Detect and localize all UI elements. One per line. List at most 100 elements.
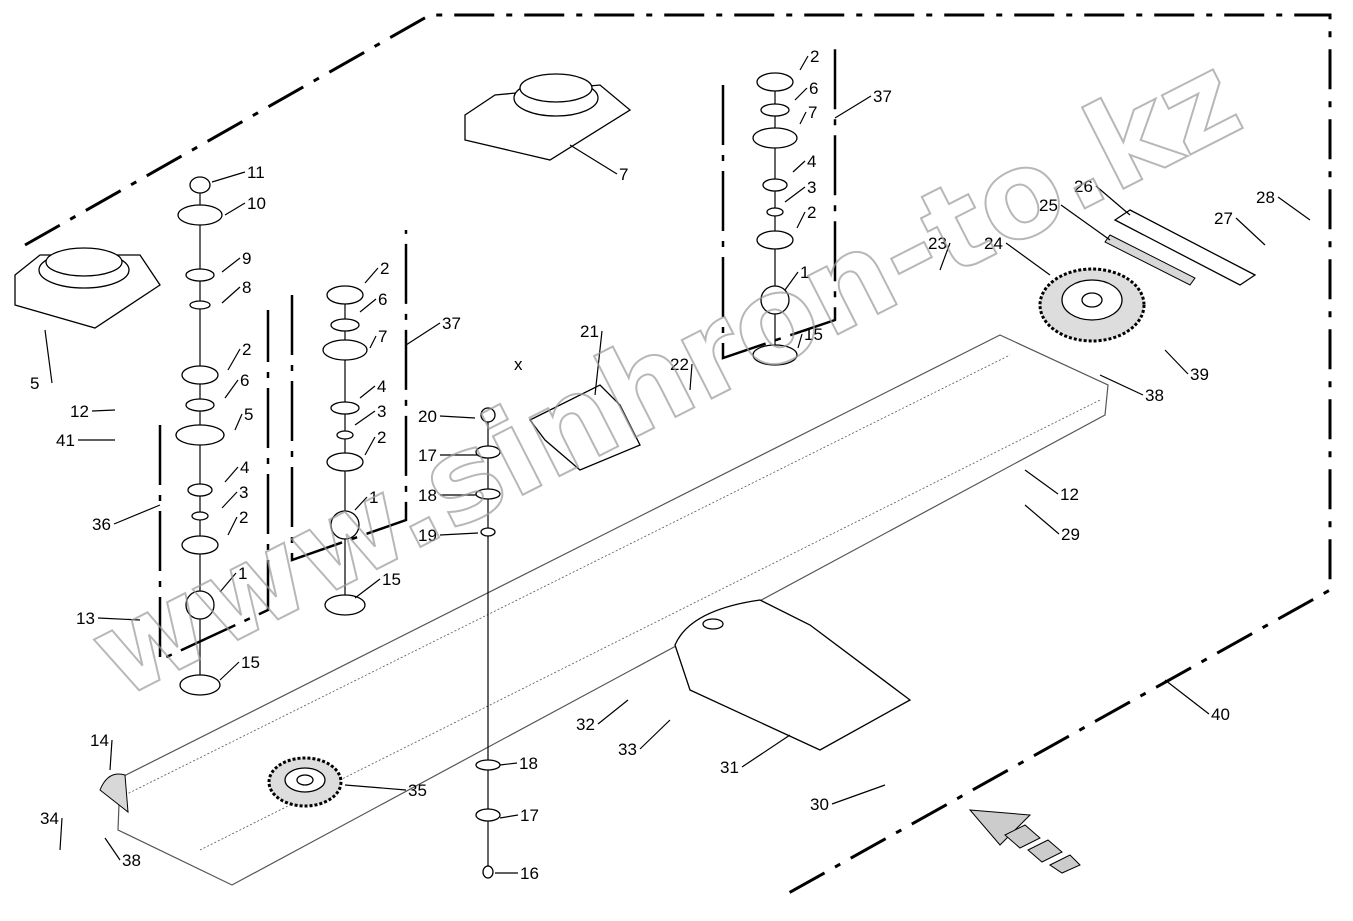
component: [189, 300, 211, 310]
callout-1: 1: [238, 564, 247, 583]
callout-1: 1: [800, 263, 809, 282]
component: [175, 424, 225, 446]
callout-25: 25: [1039, 196, 1058, 215]
leader-line: [439, 415, 476, 419]
component: [181, 365, 219, 385]
callout-23: 23: [928, 234, 947, 253]
callout-37: 37: [873, 87, 892, 106]
component: [475, 759, 501, 771]
assembly-boundary: [24, 13, 1332, 897]
leader-line: [597, 699, 629, 725]
component: [475, 488, 501, 500]
callout-10: 10: [247, 194, 266, 213]
leader-line: [1005, 242, 1051, 276]
gear-35: [267, 756, 343, 808]
callout-27: 27: [1214, 209, 1233, 228]
callout-41: 41: [56, 431, 75, 450]
component: [482, 865, 494, 879]
callout-17: 17: [520, 806, 539, 825]
cover-plate: [674, 599, 912, 751]
component: [756, 230, 794, 250]
part-21: [529, 384, 641, 471]
leader-line: [831, 784, 886, 805]
leader-line: [219, 661, 240, 681]
callout-18: 18: [519, 754, 538, 773]
callout-6: 6: [378, 290, 387, 309]
callout-6: 6: [240, 371, 249, 390]
leader-line: [104, 837, 121, 861]
cutter-bar: [117, 334, 1109, 886]
callout-2: 2: [380, 259, 389, 278]
leader-line: [354, 578, 381, 599]
dimension-label: x: [514, 355, 523, 374]
leader-line: [1095, 185, 1131, 216]
callout-2: 2: [242, 340, 251, 359]
callout-13: 13: [76, 609, 95, 628]
callout-26: 26: [1074, 177, 1093, 196]
leader-line: [369, 335, 377, 349]
leader-line: [59, 817, 63, 851]
component: [185, 590, 215, 620]
leader-line: [439, 532, 479, 536]
callout-15: 15: [382, 570, 401, 589]
leader-line: [91, 409, 116, 412]
leader-line: [354, 410, 376, 426]
callout-3: 3: [239, 483, 248, 502]
leader-line: [639, 719, 671, 750]
guard-26: [1113, 209, 1257, 286]
callout-4: 4: [240, 458, 249, 477]
callout-22: 22: [670, 355, 689, 374]
leader-line: [359, 385, 376, 399]
subassembly-36-boundary: [158, 310, 270, 662]
component: [760, 103, 790, 117]
callout-2: 2: [377, 428, 386, 447]
callout-24: 24: [984, 234, 1003, 253]
component: [326, 452, 364, 472]
callout-36: 36: [92, 515, 111, 534]
callout-9: 9: [242, 249, 251, 268]
component: [189, 176, 211, 194]
callout-12: 12: [1060, 485, 1079, 504]
leader-line: [97, 617, 141, 621]
leader-line: [234, 413, 243, 431]
leader-line: [499, 814, 519, 819]
callout-40: 40: [1211, 705, 1230, 724]
leader-line: [1164, 349, 1189, 375]
leader-line: [224, 379, 239, 399]
leader-line: [113, 504, 161, 525]
callout-16: 16: [520, 864, 539, 883]
callout-4: 4: [377, 377, 386, 396]
callout-5: 5: [244, 405, 253, 424]
leader-line: [221, 286, 241, 304]
leader-line: [1277, 196, 1311, 221]
component: [181, 535, 219, 555]
component: [185, 268, 215, 282]
leader-line: [221, 257, 241, 273]
callout-2: 2: [239, 508, 248, 527]
direction-arrow: [968, 809, 1081, 874]
leader-line: [354, 496, 368, 511]
component: [322, 339, 368, 361]
callout-2: 2: [807, 203, 816, 222]
leader-line: [1164, 679, 1210, 715]
leader-line: [792, 160, 806, 173]
callout-1: 1: [369, 488, 378, 507]
flange-housing-7: [464, 73, 632, 161]
component: [185, 398, 215, 412]
component: [760, 285, 790, 315]
leader-line: [224, 202, 246, 216]
leader-line: [221, 491, 238, 509]
leader-line: [797, 333, 803, 349]
leader-line: [219, 572, 237, 593]
leader-line: [796, 211, 806, 229]
subassembly-37b-boundary: [721, 45, 837, 360]
leader-line: [1099, 374, 1144, 396]
callout-19: 19: [418, 526, 437, 545]
component: [766, 207, 784, 217]
callout-34: 34: [40, 809, 59, 828]
leader-line: [211, 171, 246, 183]
callout-38: 38: [122, 851, 141, 870]
leader-line: [44, 329, 53, 384]
component: [752, 127, 798, 149]
leader-line: [784, 271, 799, 291]
